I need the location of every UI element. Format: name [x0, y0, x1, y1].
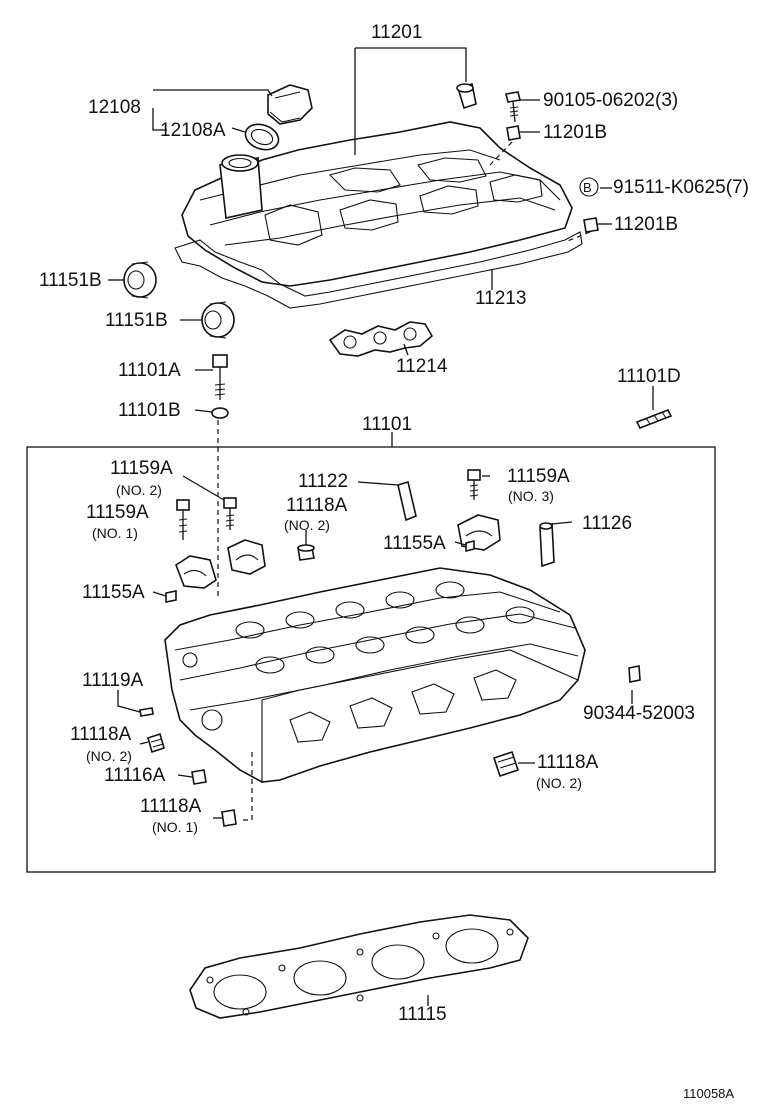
label-11159a-no3: 11159A [507, 466, 570, 487]
label-11118a-top-sub: (NO. 2) [284, 517, 330, 533]
label-11201b-upper: 11201B [543, 122, 607, 143]
label-11118a-right: 11118A [537, 752, 599, 773]
cylinder-head-assembly-frame [26, 446, 716, 873]
bearing-cap-left-2 [227, 539, 266, 575]
label-90344-52003: 90344-52003 [583, 703, 695, 724]
label-12108a: 12108A [160, 120, 226, 141]
plug-11118a-bottom [221, 809, 237, 827]
head-bolt-washer [211, 407, 229, 419]
pin-11155a-right [465, 539, 475, 553]
label-11101a: 11101A [118, 360, 181, 381]
label-11159a-no2-sub: (NO. 2) [116, 482, 162, 498]
bolt-11159a-no1 [176, 499, 190, 540]
label-11159a-no2: 11159A [110, 458, 173, 479]
label-11159a-no1-sub: (NO. 1) [92, 525, 138, 541]
stud-bolt [635, 408, 673, 430]
oil-filler-cap-gasket [244, 123, 280, 151]
plug-11118a-left [147, 732, 165, 754]
label-11201: 11201 [371, 22, 422, 43]
label-11151b-1: 11151B [39, 270, 102, 291]
label-11101d: 11101D [617, 366, 681, 387]
label-11213: 11213 [475, 288, 526, 309]
bearing-cap-left [175, 555, 217, 589]
cylinder-head-cover [181, 121, 573, 287]
camshaft-seal-2 [201, 301, 235, 339]
pin-11155a-left [165, 590, 177, 603]
pin-11119a [139, 707, 154, 717]
label-11126: 11126 [582, 513, 632, 534]
label-11159a-no3-sub: (NO. 3) [508, 488, 554, 504]
guide-11126 [539, 522, 555, 568]
bolt-11159a-no3 [467, 469, 481, 500]
label-11118a-right-sub: (NO. 2) [536, 775, 582, 791]
head-bolt [212, 354, 228, 400]
cylinder-head-gasket [189, 914, 529, 1019]
label-90105-06202: 90105-06202(3) [543, 90, 678, 111]
oil-filler-cap [267, 84, 313, 125]
head-cover-gasket [174, 231, 583, 309]
label-11201b-lower: 11201B [614, 214, 678, 235]
plug-11118a-top [297, 544, 315, 561]
bolt-11159a-no2 [223, 497, 237, 530]
label-12108: 12108 [88, 97, 141, 118]
label-11101b: 11101B [118, 400, 181, 421]
figure-code: 110058A [683, 1086, 734, 1101]
spark-plug-gasket [328, 321, 434, 357]
label-11151b-2: 11151B [105, 310, 168, 331]
label-91511-k0625: 91511-K0625(7) [613, 177, 749, 198]
label-11116a: 11116A [104, 765, 166, 786]
bearing-cap-right [457, 514, 501, 551]
leader-lines [108, 47, 654, 1006]
label-11115: 11115 [398, 1004, 447, 1025]
bolt-b-marker [579, 177, 599, 197]
label-11118a-left: 11118A [70, 724, 132, 745]
cylinder-head-body [164, 567, 586, 783]
label-11159a-no1: 11159A [86, 502, 149, 523]
grommet-11201b-lower [583, 217, 599, 233]
label-11122: 11122 [298, 471, 348, 492]
part-labels: 11201 90105-06202(3) 11201B 91511-K0625(… [39, 22, 749, 1101]
grommet-11201b-upper [506, 125, 521, 141]
label-11118a-bottom: 11118A [140, 796, 202, 817]
bolt-90105 [505, 91, 521, 123]
label-11214: 11214 [396, 356, 448, 377]
plug-11116a [191, 769, 207, 785]
guide-11122 [397, 480, 417, 522]
plug-90344 [628, 665, 641, 683]
label-11119a: 11119A [82, 670, 144, 691]
bolt-b-marker-letter: B [583, 180, 592, 195]
label-11118a-left-sub: (NO. 2) [86, 748, 132, 764]
camshaft-seal-1 [123, 261, 157, 299]
label-11118a-bottom-sub: (NO. 1) [152, 819, 198, 835]
label-11155a-right: 11155A [383, 533, 446, 554]
cover-grommet-top [456, 82, 477, 110]
label-11101: 11101 [362, 414, 412, 435]
label-11155a-left: 11155A [82, 582, 145, 603]
plug-11118a-right [492, 750, 520, 778]
label-11118a-top: 11118A [286, 495, 348, 516]
